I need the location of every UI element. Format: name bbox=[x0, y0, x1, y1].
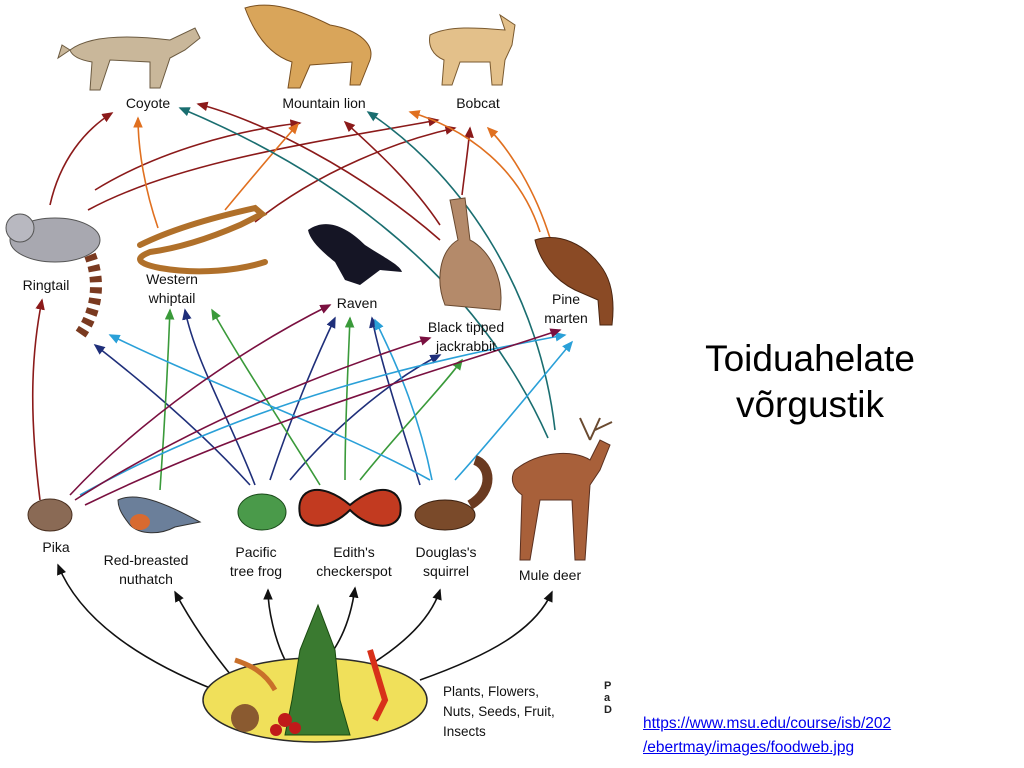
arrow-deer-coyote-2 bbox=[178, 107, 549, 439]
label-marten-2: marten bbox=[544, 310, 588, 326]
label-checkerspot-2: checkerspot bbox=[316, 563, 392, 579]
arrow-producers-pika bbox=[57, 563, 216, 691]
food-web-diagram: Coyote Mountain lion Bobcat Ringtail Wes… bbox=[5, 4, 614, 743]
arrow-squirrel-marten bbox=[454, 340, 574, 481]
arrow-producers-frog bbox=[263, 588, 286, 661]
pine-marten-illustration bbox=[534, 237, 614, 326]
pika-illustration bbox=[27, 498, 73, 532]
arrow-producers-nuthatch bbox=[174, 590, 236, 681]
label-nuthatch-2: nuthatch bbox=[119, 571, 173, 587]
label-jackrabbit-2: jackrabbit bbox=[435, 338, 496, 354]
label-marten-1: Pine bbox=[552, 291, 580, 307]
source-link-line2[interactable]: /ebertmay/images/foodweb.jpg bbox=[643, 739, 855, 756]
label-squirrel-2: squirrel bbox=[423, 563, 469, 579]
label-producers-1: Plants, Flowers, bbox=[443, 684, 539, 699]
label-mountain-lion: Mountain lion bbox=[282, 95, 365, 111]
arrow-marten-bobcat bbox=[486, 126, 551, 239]
raven-illustration bbox=[308, 224, 402, 285]
arrow-ringtail-lion bbox=[94, 119, 302, 191]
arrow-squirrel-raven-2 bbox=[374, 318, 433, 481]
arrow-pika-ringtail bbox=[31, 298, 45, 501]
tree-frog-illustration bbox=[237, 493, 287, 531]
arrow-frog-whiptail bbox=[182, 308, 256, 486]
arrow-checkerspot-jackrabbit bbox=[359, 358, 463, 481]
ringtail-illustration bbox=[5, 213, 102, 339]
label-frog-2: tree frog bbox=[230, 563, 282, 579]
label-nuthatch-1: Red-breasted bbox=[104, 552, 189, 568]
label-jackrabbit-1: Black tipped bbox=[428, 319, 504, 335]
arrow-checkerspot-raven bbox=[344, 316, 355, 481]
slide-title-line1: Toiduahelate bbox=[705, 338, 915, 379]
arrow-jackrabbit-bobcat bbox=[461, 126, 474, 196]
arrow-whiptail-coyote bbox=[133, 116, 159, 229]
publisher-mark-letter: P bbox=[604, 680, 612, 692]
label-producers-3: Insects bbox=[443, 724, 486, 739]
arrow-squirrel-bobcat bbox=[408, 110, 541, 233]
label-raven: Raven bbox=[337, 295, 377, 311]
coyote-illustration bbox=[57, 27, 201, 91]
label-whiptail-1: Western bbox=[146, 271, 198, 287]
source-link-line1[interactable]: https://www.msu.edu/course/isb/202 bbox=[643, 715, 892, 732]
arrow-pika-marten-2 bbox=[84, 328, 562, 506]
arrow-deer-lion bbox=[366, 111, 556, 431]
label-coyote: Coyote bbox=[126, 95, 171, 111]
arrow-checkerspot-whiptail bbox=[211, 308, 321, 486]
label-producers-2: Nuts, Seeds, Fruit, bbox=[443, 704, 555, 719]
arrow-producers-deer bbox=[419, 590, 553, 681]
jackrabbit-illustration bbox=[439, 197, 502, 311]
mountain-lion-illustration bbox=[244, 4, 372, 89]
arrow-deer-coyote bbox=[196, 101, 441, 241]
arrow-pika-raven bbox=[69, 304, 332, 496]
label-ringtail: Ringtail bbox=[23, 277, 70, 293]
label-mule-deer: Mule deer bbox=[519, 567, 582, 583]
publisher-mark: P a D bbox=[604, 680, 612, 716]
arrow-ringtail-coyote bbox=[49, 112, 114, 206]
bobcat-illustration bbox=[429, 13, 516, 86]
label-bobcat: Bobcat bbox=[456, 95, 500, 111]
mule-deer-illustration bbox=[511, 417, 613, 561]
arrow-squirrel-ringtail bbox=[108, 334, 431, 481]
arrow-producers-squirrel bbox=[369, 588, 442, 666]
slide-title-line2: võrgustik bbox=[735, 384, 885, 425]
arrow-frog-jackrabbit bbox=[289, 354, 442, 481]
publisher-mark-letter: D bbox=[604, 704, 612, 716]
publisher-mark-letter: a bbox=[604, 692, 611, 704]
label-frog-1: Pacific bbox=[235, 544, 276, 560]
arrow-whiptail-bobcat bbox=[254, 125, 457, 223]
arrow-frog-ringtail bbox=[93, 344, 251, 486]
label-checkerspot-1: Edith's bbox=[333, 544, 375, 560]
arrow-nuthatch-whiptail bbox=[159, 308, 175, 491]
arrow-pika-jackrabbit bbox=[74, 336, 432, 501]
label-whiptail-2: whiptail bbox=[148, 290, 196, 306]
arrow-squirrel-raven bbox=[369, 316, 421, 486]
arrow-frog-raven bbox=[269, 316, 336, 481]
arrow-producers-checkerspot bbox=[329, 586, 359, 656]
arrow-jackrabbit-lion bbox=[343, 120, 441, 226]
arrow-pika-marten bbox=[79, 332, 567, 496]
whiptail-illustration bbox=[137, 204, 268, 275]
label-pika: Pika bbox=[42, 539, 69, 555]
slide-title: Toiduahelate võrgustik bbox=[660, 336, 960, 428]
squirrel-illustration bbox=[414, 455, 493, 531]
node-labels: Coyote Mountain lion Bobcat Ringtail Wes… bbox=[23, 95, 588, 739]
source-link[interactable]: https://www.msu.edu/course/isb/202 /eber… bbox=[643, 712, 973, 760]
label-squirrel-1: Douglas's bbox=[415, 544, 476, 560]
arrow-ringtail-bobcat bbox=[87, 117, 440, 211]
nuthatch-illustration bbox=[117, 496, 202, 534]
arrow-whiptail-lion bbox=[224, 122, 300, 211]
food-web-arrows bbox=[31, 101, 574, 691]
producers-illustration bbox=[202, 603, 428, 743]
checkerspot-illustration bbox=[298, 488, 402, 527]
